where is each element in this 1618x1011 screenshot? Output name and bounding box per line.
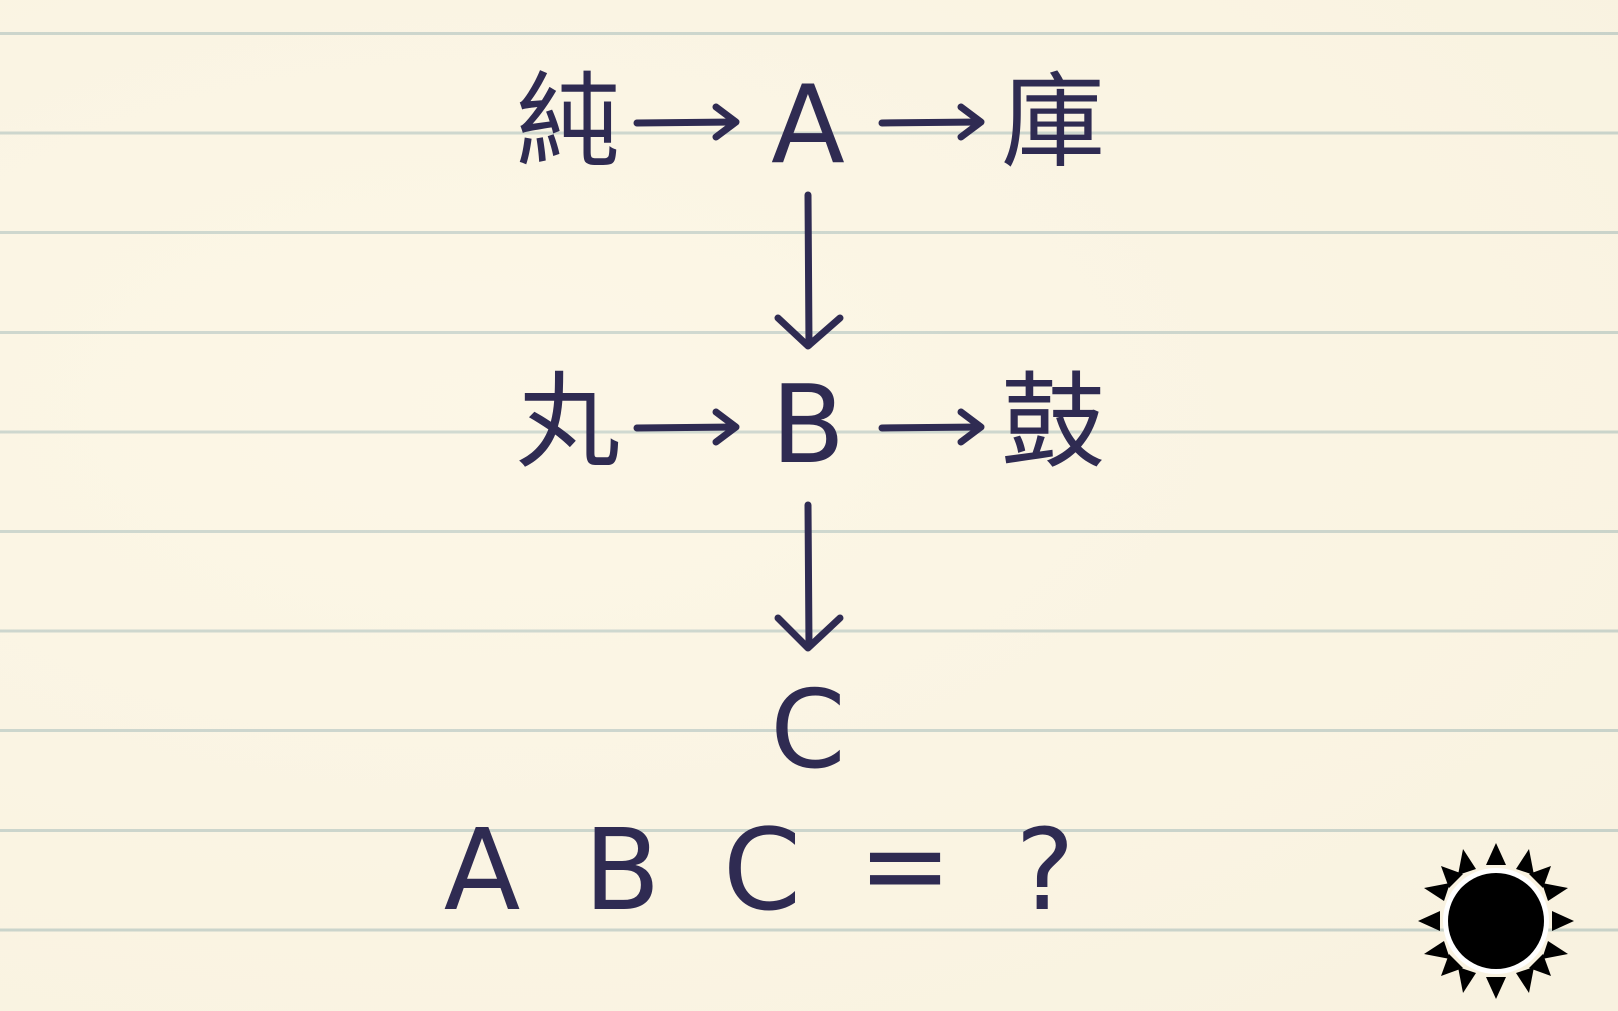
question-letter-b: B (583, 806, 661, 936)
arrow-right-icon (878, 408, 985, 446)
letter-a: A (771, 63, 845, 188)
kanji-ko: 庫 (1000, 61, 1105, 183)
arrow-down-icon (774, 501, 844, 652)
sun-icon[interactable] (1418, 843, 1574, 999)
question-mark: ? (1015, 806, 1075, 936)
question-equals: = (858, 801, 952, 931)
question-letter-c: C (722, 806, 802, 936)
arrow-right-icon (633, 408, 740, 446)
kanji-tsuzumi: 鼓 (1000, 361, 1105, 483)
kanji-maru: 丸 (515, 361, 620, 483)
arrow-right-icon (878, 103, 985, 141)
arrow-right-icon (633, 103, 740, 141)
letter-c: C (770, 668, 846, 793)
question-letter-a: A (443, 806, 521, 936)
kanji-jun: 純 (515, 61, 620, 183)
arrow-down-icon (774, 191, 844, 350)
letter-b: B (770, 363, 846, 488)
